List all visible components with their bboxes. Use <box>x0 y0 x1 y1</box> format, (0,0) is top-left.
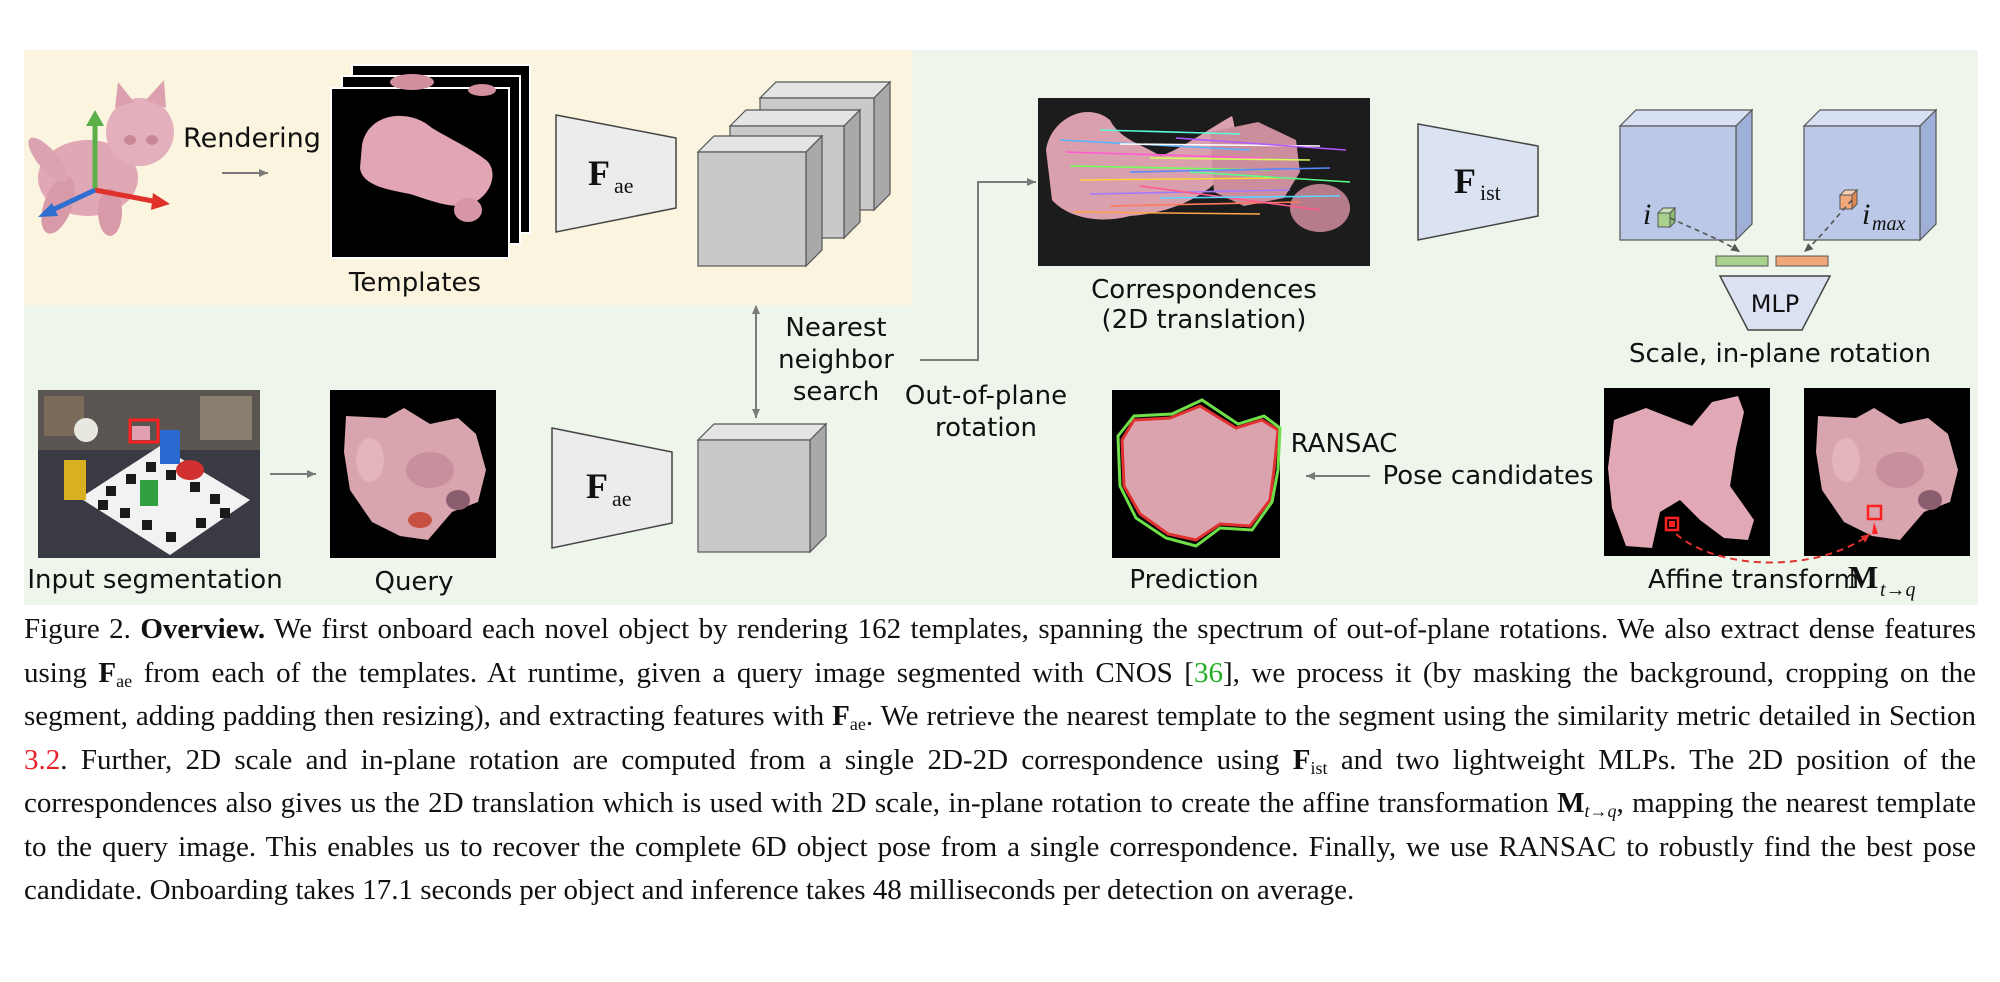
affine-M-symbol: M <box>1848 559 1878 595</box>
templates-label: Templates <box>348 268 481 298</box>
i-max-subscript: max <box>1872 213 1905 235</box>
mlp-block: MLP <box>1718 275 1832 331</box>
affine-mapping-arrow <box>1675 533 1871 564</box>
i-max-index-label: i <box>1862 198 1870 231</box>
out-of-plane-label-line1: Out-of-plane <box>905 381 1067 411</box>
caption-text-4: . We retrieve the nearest template to th… <box>865 700 1977 732</box>
query-candidate-image <box>1804 388 1970 556</box>
caption-figure-label: Figure 2. <box>24 613 131 645</box>
correspondences-label-line2: (2D translation) <box>1102 305 1307 335</box>
caption-fist: Fist <box>1292 743 1328 778</box>
templates-stack <box>330 64 531 259</box>
fae-bottom-subscript: ae <box>612 486 632 511</box>
input-segmentation-image <box>38 390 260 558</box>
cat-3d-model <box>28 80 174 236</box>
encoder-fae-top: F ae <box>555 114 677 233</box>
query-ist-feature-cube <box>1802 108 1938 242</box>
affine-transform-label: Affine transform <box>1648 565 1859 595</box>
affine-M-subscript: t→q <box>1880 579 1916 601</box>
nearest-label-line3: search <box>793 377 879 407</box>
scale-rotation-label: Scale, in-plane rotation <box>1629 339 1931 369</box>
axis-gizmo <box>38 110 170 217</box>
prediction-label: Prediction <box>1129 565 1258 595</box>
ransac-label: RANSAC <box>1291 429 1398 459</box>
template-feature-stack <box>696 80 892 268</box>
correspondences-label-line1: Correspondences <box>1091 275 1317 305</box>
out-of-plane-label-line2: rotation <box>935 413 1037 443</box>
i-index-label: i <box>1643 198 1651 231</box>
fist-subscript: ist <box>1480 180 1501 205</box>
caption-title: Overview. <box>140 613 266 645</box>
template-ist-feature-cube <box>1618 108 1754 242</box>
caption-ref-section-3-2[interactable]: 3.2 <box>24 743 61 776</box>
template-feature-vector <box>1715 255 1769 267</box>
caption-fae-2: Fae <box>832 700 866 734</box>
rendering-label: Rendering <box>183 123 321 154</box>
nearest-label-line2: neighbor <box>778 345 894 375</box>
i-max-feature-arrow <box>1803 199 1853 253</box>
encoder-fae-bottom: F ae <box>551 427 673 549</box>
caption-text-7: , mapping the nearest template to the qu… <box>24 787 1976 906</box>
fae-top-F: F <box>588 153 610 193</box>
query-image <box>330 390 496 558</box>
query-label: Query <box>374 567 453 597</box>
fae-bottom-F: F <box>586 466 608 506</box>
caption-text-3: ], we process it (by masking the backgro… <box>24 656 1977 733</box>
query-feature-block <box>696 422 828 554</box>
caption-text-5: . Further, 2D scale and in-plane rotatio… <box>60 743 1293 776</box>
caption-fae-1: Fae <box>98 656 133 691</box>
fist-F: F <box>1454 161 1476 201</box>
fae-top-subscript: ae <box>614 173 634 198</box>
caption-text-2: from each of the templates. At runtime, … <box>132 656 1194 689</box>
caption-affine-M: Mt→q <box>1557 787 1617 821</box>
overview-diagram: Rendering Templates F ae <box>24 50 1978 605</box>
caption-ref-36[interactable]: 36 <box>1193 656 1223 689</box>
caption-text-1: We first onboard each novel object by re… <box>24 613 1976 689</box>
input-segmentation-label: Input segmentation <box>27 565 282 595</box>
out-of-plane-arrow <box>920 178 1036 361</box>
encoder-fist: F ist <box>1417 123 1539 241</box>
nearest-template-image <box>1604 388 1770 556</box>
query-feature-vector <box>1775 255 1829 267</box>
correspondences-image <box>1038 98 1370 266</box>
nearest-label-line1: Nearest <box>785 313 886 343</box>
figure-caption: Figure 2. Overview. We first onboard eac… <box>24 608 1976 913</box>
caption-text-6: and two lightweight MLPs. The 2D positio… <box>24 743 1976 820</box>
pose-candidates-label: Pose candidates <box>1382 461 1593 491</box>
mlp-label: MLP <box>1751 290 1800 318</box>
prediction-image <box>1112 390 1282 558</box>
